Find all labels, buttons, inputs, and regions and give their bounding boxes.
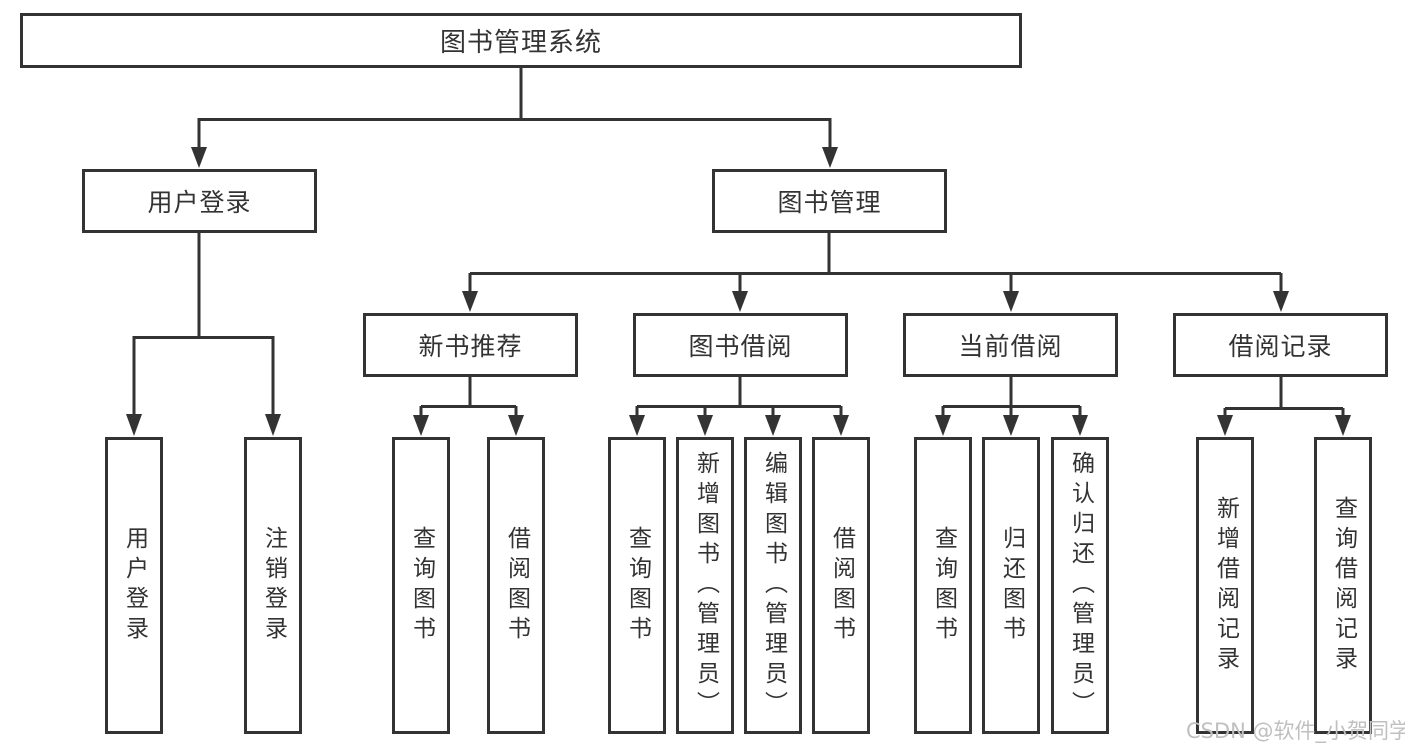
leaf-query-books: 查询图书 bbox=[914, 437, 972, 734]
node-label: 当前借阅 bbox=[958, 332, 1063, 361]
arrow-down-icon bbox=[1072, 415, 1088, 436]
leaf-label: 注销登录 bbox=[260, 525, 287, 646]
node-book-management: 图书管理 bbox=[712, 169, 947, 233]
leaf-label: 借阅图书 bbox=[503, 525, 530, 646]
leaf-confirm-return-admin: 确认归还（管理员） bbox=[1051, 437, 1109, 734]
node-label: 图书借阅 bbox=[688, 332, 793, 361]
node-label: 图书管理系统 bbox=[439, 28, 602, 58]
leaf-add-borrow-record: 新增借阅记录 bbox=[1196, 437, 1254, 734]
arrow-down-icon bbox=[1003, 415, 1019, 436]
leaf-query-borrow-record: 查询借阅记录 bbox=[1314, 437, 1372, 734]
arrow-down-icon bbox=[822, 147, 838, 168]
node-user-login: 用户登录 bbox=[82, 169, 317, 233]
leaf-label: 编辑图书（管理员） bbox=[760, 450, 787, 721]
arrow-down-icon bbox=[462, 291, 478, 312]
arrow-down-icon bbox=[732, 291, 748, 312]
connector-book-borrow-to-leaves bbox=[635, 377, 843, 423]
node-current-borrowing: 当前借阅 bbox=[903, 313, 1118, 377]
arrow-down-icon bbox=[1003, 291, 1019, 312]
leaf-user-login: 用户登录 bbox=[105, 437, 163, 734]
arrow-down-icon bbox=[629, 415, 645, 436]
leaf-label: 新增借阅记录 bbox=[1212, 495, 1239, 676]
leaf-label: 借阅图书 bbox=[828, 525, 855, 646]
arrow-down-icon bbox=[126, 414, 142, 436]
leaf-borrow-books: 借阅图书 bbox=[487, 437, 545, 734]
node-new-book-recommendation: 新书推荐 bbox=[363, 313, 578, 377]
node-borrowing-records: 借阅记录 bbox=[1173, 313, 1388, 377]
connector-new-book-to-leaves bbox=[419, 377, 518, 423]
leaf-query-books: 查询图书 bbox=[392, 437, 450, 734]
leaf-query-books: 查询图书 bbox=[608, 437, 666, 734]
connector-borrow-record-to-leaves bbox=[1223, 377, 1345, 423]
connector-user-login-to-leaves bbox=[132, 233, 275, 421]
arrow-down-icon bbox=[413, 415, 429, 436]
arrow-down-icon bbox=[833, 415, 849, 436]
arrow-down-icon bbox=[265, 414, 281, 436]
leaf-return-books: 归还图书 bbox=[982, 437, 1040, 734]
node-label: 借阅记录 bbox=[1228, 332, 1333, 361]
leaf-label: 新增图书（管理员） bbox=[692, 450, 719, 721]
node-book-borrowing: 图书借阅 bbox=[633, 313, 848, 377]
arrow-down-icon bbox=[508, 415, 524, 436]
arrow-down-icon bbox=[1273, 291, 1289, 312]
node-label: 用户登录 bbox=[147, 188, 252, 217]
connector-root-to-level2 bbox=[197, 68, 832, 154]
arrow-down-icon bbox=[765, 415, 781, 436]
leaf-label: 查询图书 bbox=[930, 525, 957, 646]
arrow-down-icon bbox=[935, 415, 951, 436]
leaf-logout: 注销登录 bbox=[244, 437, 302, 734]
leaf-label: 确认归还（管理员） bbox=[1067, 450, 1094, 721]
leaf-label: 用户登录 bbox=[121, 525, 148, 646]
leaf-add-book-admin: 新增图书（管理员） bbox=[676, 437, 734, 734]
leaf-label: 查询借阅记录 bbox=[1330, 495, 1357, 676]
leaf-label: 查询图书 bbox=[408, 525, 435, 646]
leaf-edit-book-admin: 编辑图书（管理员） bbox=[744, 437, 802, 734]
arrow-down-icon bbox=[1217, 415, 1233, 436]
leaf-label: 查询图书 bbox=[624, 525, 651, 646]
connector-book-management-to-level3 bbox=[468, 233, 1283, 299]
arrowheads bbox=[126, 147, 1351, 436]
csdn-watermark: CSDN @软件_小贺同学 bbox=[1186, 719, 1405, 743]
leaf-label: 归还图书 bbox=[998, 525, 1025, 646]
arrow-down-icon bbox=[697, 415, 713, 436]
node-label: 图书管理 bbox=[777, 188, 882, 217]
arrow-down-icon bbox=[1335, 415, 1351, 436]
arrow-down-icon bbox=[191, 147, 207, 168]
connector-current-borrow-to-leaves bbox=[941, 377, 1082, 423]
leaf-borrow-books: 借阅图书 bbox=[812, 437, 870, 734]
node-library-management-system: 图书管理系统 bbox=[20, 13, 1022, 68]
node-label: 新书推荐 bbox=[418, 332, 523, 361]
